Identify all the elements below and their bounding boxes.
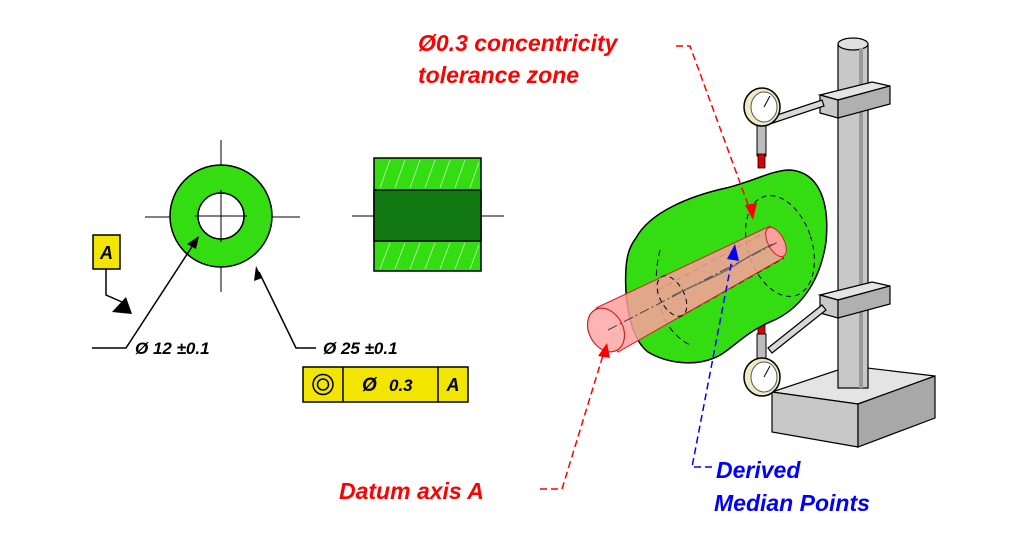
hatch-line — [409, 242, 421, 270]
upper-dial-tip — [757, 153, 766, 169]
tolerance-zone-callout-line2: tolerance zone — [418, 62, 579, 88]
fcf-datum-reference: A — [446, 375, 460, 395]
upper-dial-needle — [763, 95, 771, 108]
hatch-line — [439, 159, 451, 189]
hatch-line — [469, 161, 480, 189]
median-points-leader — [691, 253, 734, 468]
datum-axis-leader — [540, 351, 605, 490]
tolerance-zone-arrowhead — [745, 203, 757, 220]
upper-clamp-side — [837, 85, 891, 119]
median-points-callout-line1: Derived — [716, 457, 801, 483]
tolerance-zone-callout-line1: Ø0.3 concentricity — [418, 30, 619, 56]
stand-column-top — [837, 37, 869, 51]
upper-dial-stem — [756, 125, 767, 157]
part-hidden-edge — [655, 249, 691, 346]
front-view — [145, 140, 300, 292]
dimension-leaders — [92, 241, 316, 349]
inner-diameter-leader — [92, 241, 196, 349]
hatch-line — [454, 159, 466, 189]
stand-base-side — [857, 375, 936, 448]
side-view — [352, 157, 504, 272]
datum-feature-symbol: A — [92, 234, 132, 314]
datum-axis-arrowhead — [598, 343, 610, 358]
tolerance-zone-leader — [676, 45, 751, 211]
hatch-line — [394, 159, 406, 189]
derived-median-curve — [671, 243, 773, 297]
hatch-line — [469, 244, 480, 270]
hatch-line — [424, 159, 436, 189]
hatch-line — [409, 159, 421, 189]
callout-leaders — [540, 45, 757, 490]
hatch-line — [424, 242, 436, 270]
median-points-callout-line2: Median Points — [714, 490, 870, 516]
hatch-line — [439, 242, 451, 270]
lower-dial-needle — [763, 365, 771, 378]
concentricity-icon — [312, 373, 334, 396]
fcf-frame — [302, 366, 469, 403]
hatch-line — [454, 242, 466, 270]
hatch-line — [379, 159, 391, 189]
hatch-line — [394, 242, 406, 270]
hatch-line — [379, 242, 391, 270]
hatch-lines — [379, 159, 480, 270]
datum-axis-callout: Datum axis A — [339, 478, 484, 504]
datum-letter: A — [99, 243, 113, 263]
concentricity-inner-circle — [316, 378, 330, 391]
outer-leader-arrowhead — [254, 266, 262, 281]
median-points-arrowhead — [727, 244, 739, 261]
feature-control-frame: Ø 0.3 A — [302, 366, 469, 403]
lower-clamp-side — [837, 285, 891, 319]
inner-leader-arrowhead — [187, 236, 199, 249]
part-end-face — [745, 195, 815, 297]
side-view-bore — [373, 189, 482, 242]
fcf-diameter-symbol: Ø — [362, 375, 378, 396]
lower-dial-indicator — [743, 321, 781, 397]
datum-leader — [105, 269, 123, 303]
lower-arm — [767, 304, 827, 354]
inner-diameter-dimension: Ø 12 ±0.1 — [135, 339, 210, 358]
inspection-stand — [767, 37, 936, 448]
datum-cylinder-end — [586, 307, 626, 353]
datum-triangle — [112, 297, 132, 314]
outer-diameter-dimension: Ø 25 ±0.1 — [323, 339, 398, 358]
fcf-tolerance-value: 0.3 — [389, 376, 413, 395]
concentricity-outer-circle — [312, 373, 334, 396]
upper-dial-indicator — [743, 87, 781, 169]
outer-diameter-leader — [258, 271, 316, 349]
